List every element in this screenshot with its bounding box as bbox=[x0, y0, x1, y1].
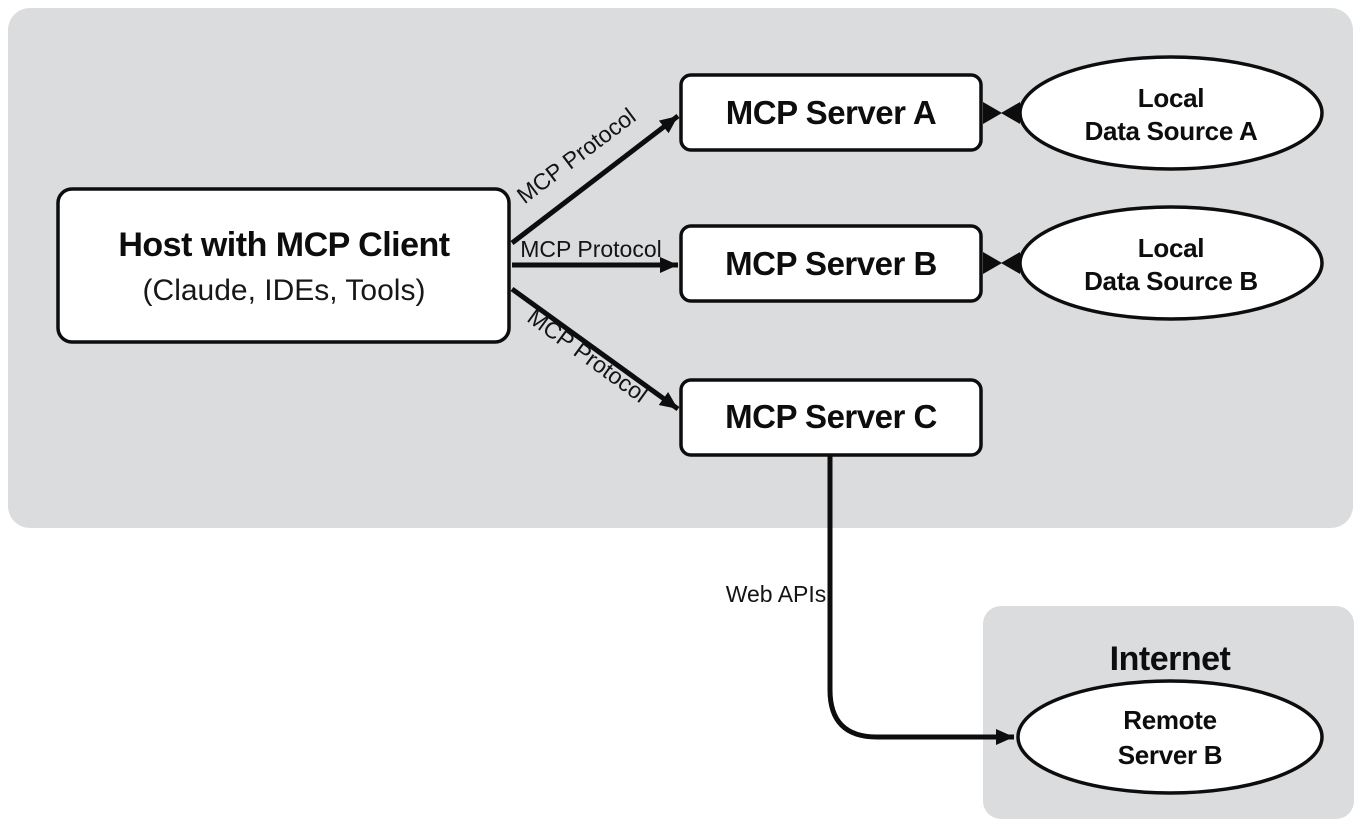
remote-server-b-ellipse bbox=[1016, 679, 1324, 795]
local-data-source-b-line1: Local bbox=[1138, 233, 1204, 263]
edge-host-to-server-c bbox=[510, 286, 680, 412]
mcp-server-b-label: MCP Server B bbox=[725, 245, 937, 282]
remote-server-b-node: Remote Server B bbox=[1016, 679, 1324, 795]
edge-host-to-server-a bbox=[510, 114, 680, 245]
internet-panel-title: Internet bbox=[1110, 640, 1231, 678]
mcp-server-c-box bbox=[679, 378, 983, 457]
local-data-source-a-node: Local Data Source A bbox=[1018, 55, 1324, 171]
local-data-source-b-ellipse bbox=[1018, 205, 1324, 321]
remote-server-b-line1: Remote bbox=[1123, 705, 1217, 735]
host-title: Host with MCP Client bbox=[118, 226, 449, 264]
mcp-server-b-box bbox=[679, 224, 983, 303]
connector-server-b-datasource-b bbox=[983, 252, 1020, 274]
local-data-source-b-line2: Data Source B bbox=[1084, 266, 1258, 296]
host-box bbox=[56, 187, 511, 344]
mcp-server-c-node: MCP Server C bbox=[679, 378, 983, 457]
connector-server-a-datasource-a bbox=[983, 102, 1020, 124]
edge-label-protocol-b: MCP Protocol bbox=[520, 236, 661, 262]
mcp-server-a-node: MCP Server A bbox=[679, 73, 983, 152]
mcp-server-a-label: MCP Server A bbox=[726, 94, 936, 131]
edge-server-c-to-remote bbox=[827, 453, 1014, 745]
mcp-server-c-label: MCP Server C bbox=[725, 398, 937, 435]
mcp-server-b-node: MCP Server B bbox=[679, 224, 983, 303]
local-data-source-a-ellipse bbox=[1018, 55, 1324, 171]
bowtie-right-arrow-icon bbox=[983, 102, 1002, 124]
host-subtitle: (Claude, IDEs, Tools) bbox=[143, 274, 426, 307]
mcp-server-a-box bbox=[679, 73, 983, 152]
bowtie-left-arrow-icon bbox=[1001, 102, 1020, 124]
host-node: Host with MCP Client (Claude, IDEs, Tool… bbox=[56, 187, 511, 344]
bowtie-left-arrow-icon bbox=[1001, 252, 1020, 274]
bowtie-right-arrow-icon bbox=[983, 252, 1002, 274]
local-data-source-b-node: Local Data Source B bbox=[1018, 205, 1324, 321]
remote-server-b-line2: Server B bbox=[1118, 740, 1223, 770]
edge-label-web-apis: Web APIs bbox=[726, 581, 827, 607]
local-data-source-a-line2: Data Source A bbox=[1085, 116, 1258, 146]
local-data-source-a-line1: Local bbox=[1138, 83, 1204, 113]
